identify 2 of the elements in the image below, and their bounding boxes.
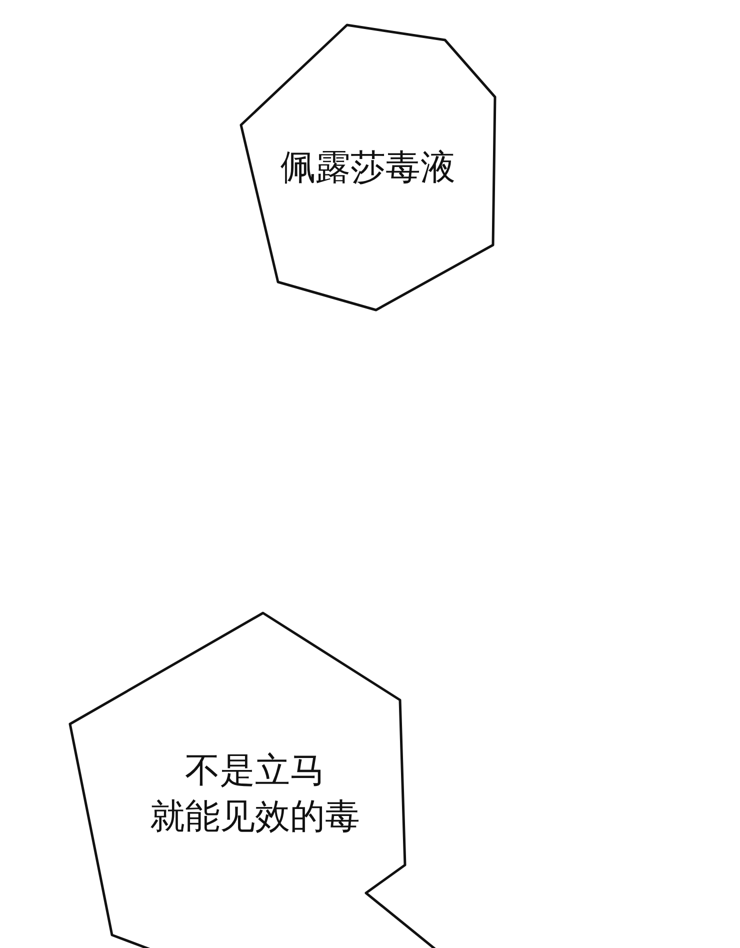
speech-text: 佩露莎毒液	[280, 147, 456, 190]
speech-text: 不是立马就能见效的毒	[149, 750, 361, 839]
